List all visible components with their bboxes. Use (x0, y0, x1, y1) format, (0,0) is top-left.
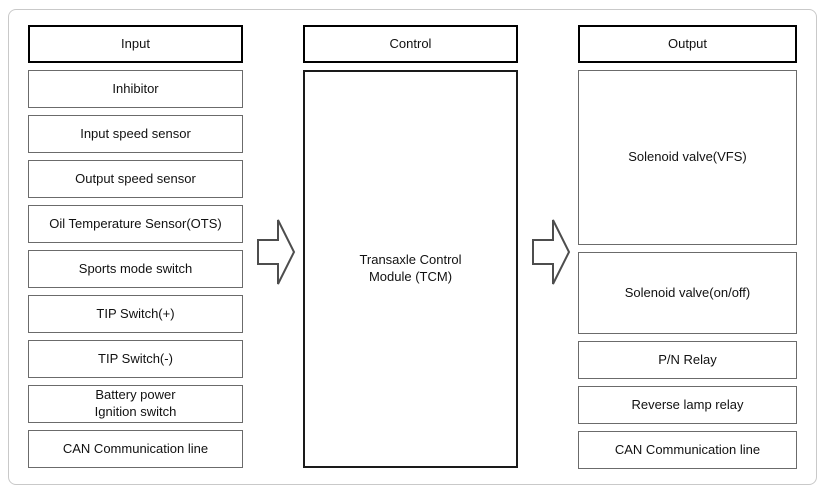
block-arrow-right-icon (257, 219, 296, 285)
input-column-header: Input (28, 25, 243, 63)
input-item-input-speed-sensor: Input speed sensor (28, 115, 243, 153)
input-item-inhibitor: Inhibitor (28, 70, 243, 108)
output-item-pn-relay: P/N Relay (578, 341, 797, 379)
control-column-header: Control (303, 25, 518, 63)
input-item-tip-switch-minus: TIP Switch(-) (28, 340, 243, 378)
output-column-header: Output (578, 25, 797, 63)
input-item-sports-mode-switch: Sports mode switch (28, 250, 243, 288)
input-item-output-speed-sensor: Output speed sensor (28, 160, 243, 198)
transaxle-control-module-box: Transaxle Control Module (TCM) (303, 70, 518, 468)
input-item-battery-power-ignition: Battery power Ignition switch (28, 385, 243, 423)
input-item-tip-switch-plus: TIP Switch(+) (28, 295, 243, 333)
output-item-can-communication-line: CAN Communication line (578, 431, 797, 469)
output-item-solenoid-valve-onoff: Solenoid valve(on/off) (578, 252, 797, 334)
output-item-reverse-lamp-relay: Reverse lamp relay (578, 386, 797, 424)
output-item-solenoid-valve-vfs: Solenoid valve(VFS) (578, 70, 797, 245)
arrow-input-to-control (256, 216, 296, 288)
arrow-control-to-output (531, 216, 571, 288)
input-item-can-communication-line: CAN Communication line (28, 430, 243, 468)
input-column: Input Inhibitor Input speed sensor Outpu… (28, 25, 243, 475)
control-column: Control Transaxle Control Module (TCM) (303, 25, 518, 468)
output-column: Output Solenoid valve(VFS) Solenoid valv… (578, 25, 797, 476)
block-arrow-right-icon (532, 219, 571, 285)
input-item-oil-temperature-sensor: Oil Temperature Sensor(OTS) (28, 205, 243, 243)
